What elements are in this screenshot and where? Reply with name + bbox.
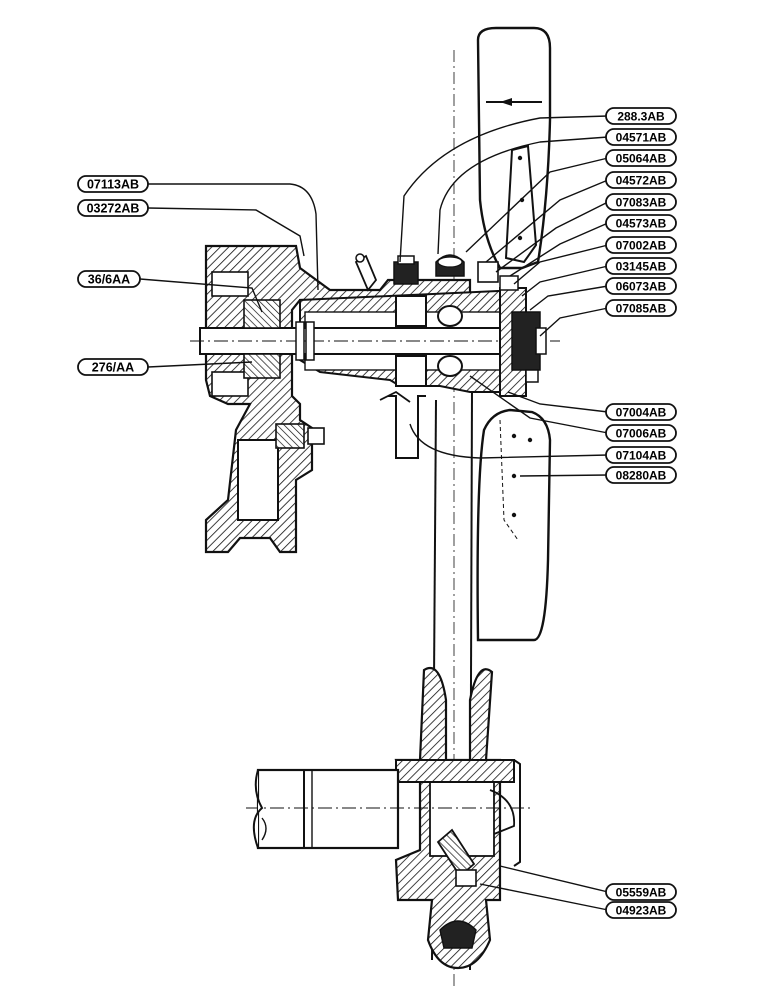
part-number-label: 03145AB [616, 260, 667, 274]
part-number-label: 04571AB [616, 131, 667, 145]
part-number-label: 07002AB [616, 239, 667, 253]
part-number-label: 07113AB [87, 178, 139, 192]
callout-oval [605, 107, 677, 125]
part-callout-right-5: 04573AB [605, 214, 677, 232]
bearing-left [395, 295, 427, 387]
part-number-label: 07004AB [616, 406, 667, 420]
part-callout-right-0: 288.3AB [605, 107, 677, 125]
part-number-label: 06073AB [616, 280, 667, 294]
part-callout-right-3: 04572AB [605, 171, 677, 189]
bearing-right [437, 305, 463, 377]
callout-oval [77, 270, 141, 288]
part-callout-right-15: 04923AB [605, 901, 677, 919]
part-number-label: 276/AA [92, 361, 134, 375]
water-pump-housing [204, 244, 472, 554]
part-number-label: 07085AB [616, 302, 667, 316]
part-callout-left-0: 07113AB [77, 175, 149, 193]
callout-oval [605, 128, 677, 146]
part-number-label: 36/6AA [88, 273, 130, 287]
part-callout-right-13: 08280AB [605, 466, 677, 484]
callout-oval [77, 199, 149, 217]
callout-oval [605, 277, 677, 295]
drain-tube [379, 390, 426, 459]
part-number-label: 07104AB [616, 449, 667, 463]
callout-oval [77, 175, 149, 193]
fan-spider-arm [504, 144, 538, 264]
part-callout-right-2: 05064AB [605, 149, 677, 167]
part-callout-right-11: 07006AB [605, 424, 677, 442]
part-number-label: 07006AB [616, 427, 667, 441]
callout-oval [605, 466, 677, 484]
callout-oval [605, 236, 677, 254]
callout-oval [605, 299, 677, 317]
callout-oval [605, 257, 677, 275]
part-number-label: 04573AB [616, 217, 667, 231]
leader-lines [139, 115, 609, 911]
fan-hub [499, 275, 547, 397]
fan-blade-lower [476, 408, 552, 642]
callout-oval [605, 883, 677, 901]
part-number-label: 04923AB [616, 904, 667, 918]
part-callout-right-7: 03145AB [605, 257, 677, 275]
part-number-label: 03272AB [87, 202, 140, 216]
filler-plug [435, 254, 465, 277]
part-callout-right-14: 05559AB [605, 883, 677, 901]
part-number-label: 05064AB [616, 152, 667, 166]
grease-fitting [354, 253, 378, 292]
part-callout-right-9: 07085AB [605, 299, 677, 317]
crankshaft-pulley [394, 667, 521, 970]
impeller-seal [243, 299, 281, 379]
part-callout-right-6: 07002AB [605, 236, 677, 254]
part-callout-right-1: 04571AB [605, 128, 677, 146]
callout-oval [77, 358, 149, 376]
fan-nut [477, 261, 499, 283]
part-callout-right-4: 07083AB [605, 193, 677, 211]
part-number-label: 08280AB [616, 469, 667, 483]
crankshaft [246, 768, 530, 850]
part-callout-right-8: 06073AB [605, 277, 677, 295]
part-callout-left-3: 276/AA [77, 358, 149, 376]
part-callout-left-2: 36/6AA [77, 270, 141, 288]
part-callout-right-10: 07004AB [605, 403, 677, 421]
callout-oval [605, 171, 677, 189]
callout-oval [605, 424, 677, 442]
flange-bolt [275, 423, 325, 449]
callout-oval [605, 149, 677, 167]
oil-cap [393, 255, 419, 285]
part-callout-left-1: 03272AB [77, 199, 149, 217]
part-number-label: 05559AB [616, 886, 667, 900]
callout-oval [605, 403, 677, 421]
part-number-label: 07083AB [616, 196, 667, 210]
crankshaft-bolt [436, 828, 477, 887]
pump-shaft [190, 321, 560, 361]
callout-oval [605, 214, 677, 232]
part-number-label: 288.3AB [617, 110, 665, 124]
callout-oval [605, 901, 677, 919]
part-number-label: 04572AB [616, 174, 667, 188]
part-callout-right-12: 07104AB [605, 446, 677, 464]
callout-oval [605, 446, 677, 464]
callout-oval [605, 193, 677, 211]
